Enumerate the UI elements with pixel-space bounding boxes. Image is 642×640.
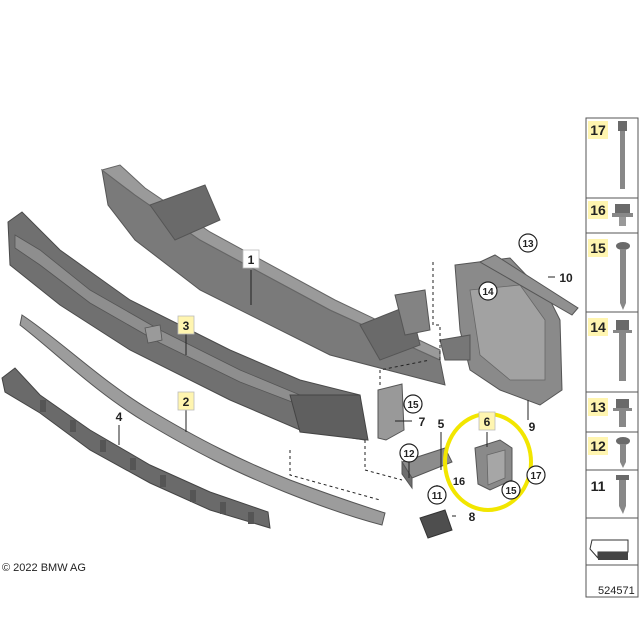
support-bracket-highlighted xyxy=(443,412,533,512)
self-tapping-screw-icon xyxy=(616,437,630,468)
lower-bracket xyxy=(1,367,271,529)
callout-5: 5 xyxy=(438,417,445,431)
copyright-text: © 2022 BMW AG xyxy=(2,562,86,574)
diagram-number: 524571 xyxy=(598,585,635,597)
callout-13: 13 xyxy=(518,233,538,253)
callout-17: 17 xyxy=(526,465,546,485)
svg-text:14: 14 xyxy=(590,319,606,335)
svg-text:13: 13 xyxy=(522,239,534,250)
callout-7: 7 xyxy=(419,415,426,429)
svg-text:3: 3 xyxy=(183,319,190,333)
svg-text:8: 8 xyxy=(469,510,476,524)
callout-15-lower: 15 xyxy=(501,480,521,500)
long-bolt-icon xyxy=(618,121,627,189)
small-bracket xyxy=(377,383,405,441)
callout-14: 14 xyxy=(478,281,498,301)
callout-8: 8 xyxy=(469,510,476,524)
svg-text:12: 12 xyxy=(590,438,606,454)
svg-text:11: 11 xyxy=(432,491,443,502)
hex-bolt-icon xyxy=(613,320,632,381)
callout-2: 2 xyxy=(177,391,195,411)
expanding-rivet-icon xyxy=(616,475,629,514)
short-bolt-icon xyxy=(613,399,632,427)
svg-text:10: 10 xyxy=(559,271,573,285)
callout-9: 9 xyxy=(529,420,536,434)
leader-lines xyxy=(289,262,441,501)
svg-text:11: 11 xyxy=(591,478,606,494)
svg-text:1: 1 xyxy=(248,253,255,267)
callout-15-upper: 15 xyxy=(403,394,423,414)
svg-text:13: 13 xyxy=(590,399,606,415)
svg-text:17: 17 xyxy=(530,471,542,482)
callout-16: 16 xyxy=(453,476,465,488)
svg-text:15: 15 xyxy=(505,486,517,497)
svg-text:15: 15 xyxy=(590,240,606,256)
bumper-trim-strip xyxy=(19,314,386,526)
svg-text:2: 2 xyxy=(183,395,190,409)
carrier-strut xyxy=(478,254,579,316)
svg-text:6: 6 xyxy=(484,415,491,429)
fastener-table: 17 16 15 14 13 xyxy=(585,117,639,598)
svg-text:16: 16 xyxy=(590,202,606,218)
bumper-absorber xyxy=(7,211,369,441)
svg-text:12: 12 xyxy=(403,449,415,460)
callout-12: 12 xyxy=(399,443,419,463)
callout-11: 11 xyxy=(427,485,447,505)
direction-arrow-icon xyxy=(589,539,629,560)
callout-4: 4 xyxy=(116,410,123,424)
plastic-insert xyxy=(419,509,453,539)
svg-text:14: 14 xyxy=(482,287,494,298)
bumper-carrier xyxy=(100,164,446,386)
svg-text:16: 16 xyxy=(453,476,465,488)
screw-icon xyxy=(616,242,630,310)
svg-text:7: 7 xyxy=(419,415,426,429)
svg-text:4: 4 xyxy=(116,410,123,424)
flange-nut-icon xyxy=(612,204,633,226)
callout-6: 6 xyxy=(478,411,496,431)
carrier-side-panel xyxy=(439,257,563,406)
callout-10: 10 xyxy=(559,271,573,285)
svg-text:9: 9 xyxy=(529,420,536,434)
svg-text:15: 15 xyxy=(407,400,419,411)
callout-1: 1 xyxy=(242,249,260,269)
svg-text:17: 17 xyxy=(590,122,606,138)
svg-text:5: 5 xyxy=(438,417,445,431)
callout-3: 3 xyxy=(177,315,195,335)
